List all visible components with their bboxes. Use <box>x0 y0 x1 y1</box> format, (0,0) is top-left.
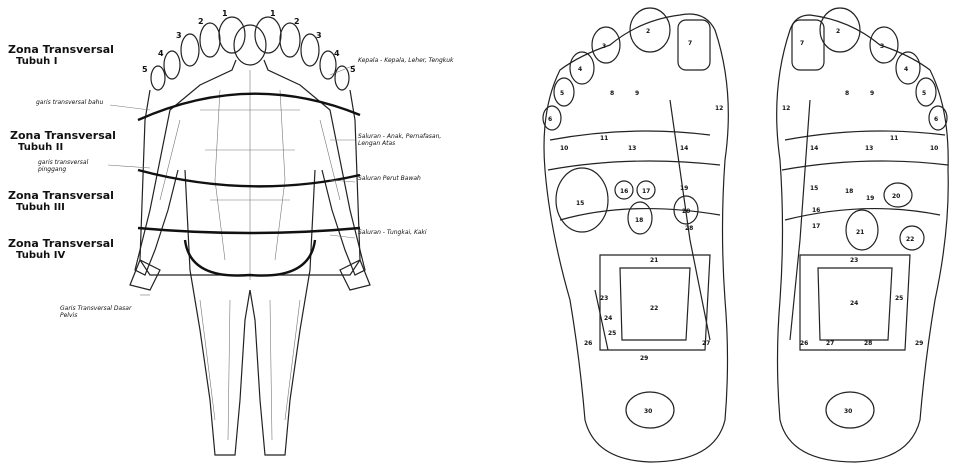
toe-number: 1 <box>270 10 276 19</box>
note-lower-abdomen: Saluran Perut Bawah <box>358 176 458 183</box>
zone-num: 6 <box>548 116 552 123</box>
zone-num: 24 <box>604 315 612 322</box>
waist-line-label: garis transversal pinggang <box>38 160 108 173</box>
zone-num: 3 <box>880 43 884 50</box>
toe-number: 5 <box>142 66 148 75</box>
zone-num: 25 <box>895 295 903 302</box>
zone-num: 3 <box>602 43 606 50</box>
zone-num: 23 <box>600 295 608 302</box>
toe-number: 2 <box>294 18 300 27</box>
zone-num: 23 <box>850 257 858 264</box>
zone-num: 10 <box>930 145 938 152</box>
left-foot-outline <box>543 8 728 462</box>
zone-num: 29 <box>640 355 648 362</box>
toe-number: 3 <box>316 32 322 41</box>
zone-num: 28 <box>685 225 693 232</box>
zone-num: 17 <box>642 188 650 195</box>
shoulder-line-label: garis transversal bahu <box>36 100 106 107</box>
zone-num: 9 <box>635 90 639 97</box>
zone-num: 8 <box>845 90 849 97</box>
zone-num: 18 <box>845 188 853 195</box>
zone-num: 21 <box>856 229 864 236</box>
zone-num: 19 <box>866 195 874 202</box>
zone-num: 4 <box>578 66 582 73</box>
zone-num: 20 <box>682 208 690 215</box>
zone-num: 20 <box>892 193 900 200</box>
toe-number: 5 <box>350 66 356 75</box>
toe-number: 4 <box>158 50 164 59</box>
note-head-neck: Kepala - Kepala, Leher, Tengkuk <box>358 58 458 65</box>
zone-3-label: Zona Transversal Tubuh III <box>8 190 114 213</box>
pelvis-line-label: Garis Transversal Dasar Pelvis <box>60 306 140 319</box>
zone-num: 14 <box>810 145 818 152</box>
zone-num: 15 <box>810 185 818 192</box>
zone-3-sub: Tubuh III <box>8 202 114 213</box>
zone-num: 5 <box>922 90 926 97</box>
zone-num: 18 <box>635 217 643 224</box>
zone-num: 10 <box>560 145 568 152</box>
zone-num: 5 <box>560 90 564 97</box>
zone-4-label: Zona Transversal Tubuh IV <box>8 238 114 261</box>
zone-num: 30 <box>644 408 652 415</box>
zone-num: 26 <box>584 340 592 347</box>
zone-num: 30 <box>844 408 852 415</box>
zone-num: 13 <box>628 145 636 152</box>
zone-2-sub: Tubuh II <box>10 142 116 153</box>
zone-num: 17 <box>812 223 820 230</box>
zone-1-sub: Tubuh I <box>8 56 114 67</box>
zone-4-sub: Tubuh IV <box>8 250 114 261</box>
body-internal-lines <box>160 70 340 440</box>
zone-num: 2 <box>646 28 650 35</box>
body-zone-diagram: 5 4 3 2 1 1 2 3 4 5 Zona Transversal Tub… <box>0 0 470 468</box>
zone-num: 15 <box>576 200 584 207</box>
zone-num: 12 <box>782 105 790 112</box>
zone-num: 6 <box>934 116 938 123</box>
foot-reflexology-maps: 2 3 4 5 6 7 8 9 10 11 12 13 14 15 16 17 … <box>500 0 953 468</box>
toe-number: 3 <box>176 32 182 41</box>
foot-maps-drawing: 2 3 4 5 6 7 8 9 10 11 12 13 14 15 16 17 … <box>500 0 953 468</box>
zone-num: 22 <box>906 236 914 243</box>
zone-num: 12 <box>715 105 723 112</box>
zone-num: 26 <box>800 340 808 347</box>
zone-num: 22 <box>650 305 658 312</box>
right-foot-numbers: 2 3 4 5 6 7 8 9 10 11 12 13 14 15 16 17 … <box>782 28 938 415</box>
zone-3-title: Zona Transversal <box>8 190 114 202</box>
zone-2-label: Zona Transversal Tubuh II <box>10 130 116 153</box>
zone-2-title: Zona Transversal <box>10 130 116 142</box>
zone-num: 7 <box>800 40 804 47</box>
toe-number: 4 <box>334 50 340 59</box>
zone-num: 11 <box>890 135 898 142</box>
zone-1-title: Zona Transversal <box>8 44 114 56</box>
zone-num: 16 <box>620 188 628 195</box>
zone-num: 29 <box>915 340 923 347</box>
zone-num: 7 <box>688 40 692 47</box>
toe-number: 2 <box>198 18 204 27</box>
zone-num: 4 <box>904 66 908 73</box>
left-foot-numbers: 2 3 4 5 6 7 8 9 10 11 12 13 14 15 16 17 … <box>548 28 723 415</box>
zone-num: 27 <box>826 340 834 347</box>
transverse-zone-lines <box>138 94 360 276</box>
zone-num: 16 <box>812 207 820 214</box>
zone-num: 28 <box>864 340 872 347</box>
zone-num: 9 <box>870 90 874 97</box>
note-legs: Saluran - Tungkai, Kaki <box>358 230 458 237</box>
zone-num: 27 <box>702 340 710 347</box>
zone-1-label: Zona Transversal Tubuh I <box>8 44 114 67</box>
zone-num: 21 <box>650 257 658 264</box>
zone-num: 24 <box>850 300 858 307</box>
zone-num: 8 <box>610 90 614 97</box>
toe-number: 1 <box>222 10 228 19</box>
zone-num: 14 <box>680 145 688 152</box>
zone-num: 19 <box>680 185 688 192</box>
zone-4-title: Zona Transversal <box>8 238 114 250</box>
zone-num: 2 <box>836 28 840 35</box>
zone-num: 13 <box>865 145 873 152</box>
zone-num: 25 <box>608 330 616 337</box>
note-chest: Saluran - Anak, Pernafasan, Lengan Atas <box>358 134 458 147</box>
zone-num: 11 <box>600 135 608 142</box>
